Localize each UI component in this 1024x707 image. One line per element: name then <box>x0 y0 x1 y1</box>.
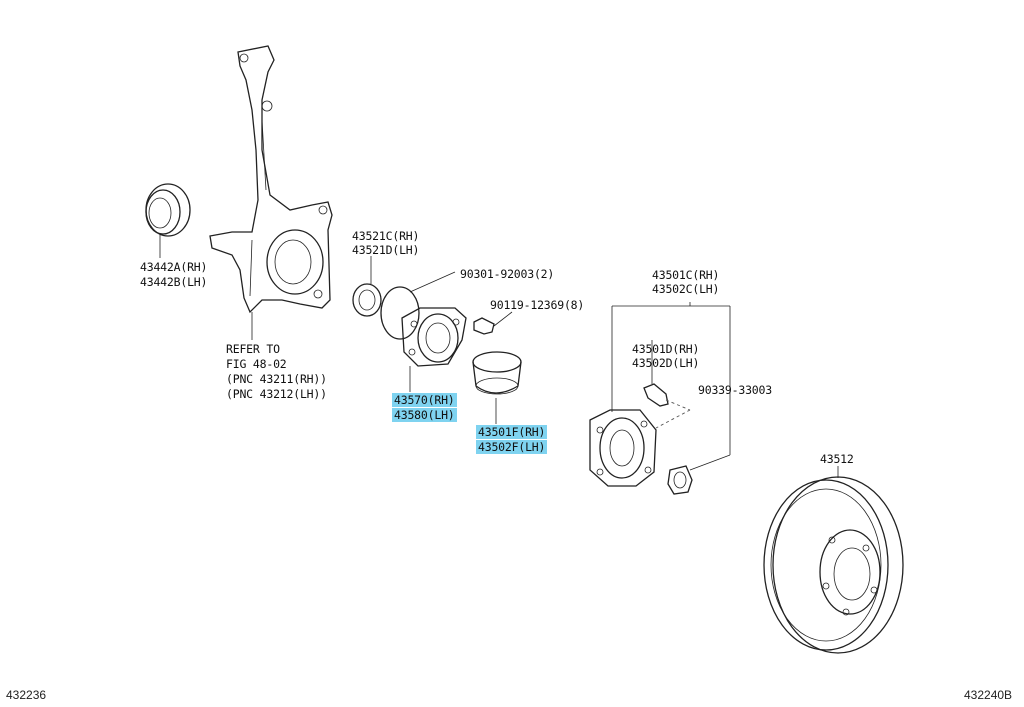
hub-bearing-label-rh[interactable]: 43570(RH) <box>392 393 457 408</box>
axle-hub-drawing <box>589 302 731 487</box>
hub-bearing-label-rh-text: 43570(RH) <box>392 393 457 407</box>
steering-knuckle-drawing <box>209 45 333 314</box>
hub-nut-drawing <box>667 465 693 495</box>
hub-bolt-drawing <box>643 340 691 429</box>
hub-bearing-label-lh-text: 43580(LH) <box>392 408 457 422</box>
hub-label-rh[interactable]: 43501C(RH) <box>652 268 720 282</box>
hub-nut-label[interactable]: 90339-33003 <box>698 383 772 397</box>
figure-id-right: 432240B <box>964 688 1013 702</box>
cap-label-rh[interactable]: 43521C(RH) <box>352 229 420 243</box>
o-ring-label[interactable]: 90301-92003(2) <box>460 267 555 281</box>
brake-disc-drawing <box>763 466 904 654</box>
refer-text-3[interactable]: (PNC 43211(RH)) <box>226 372 327 386</box>
bolt-drawing <box>473 311 513 335</box>
dust-deflector-label-rh[interactable]: 43501F(RH) <box>476 425 548 440</box>
oil-seal-drawing <box>145 183 191 258</box>
refer-text-2[interactable]: FIG 48-02 <box>226 357 287 371</box>
dust-deflector-drawing <box>472 351 522 424</box>
dust-deflector-label-lh[interactable]: 43502F(LH) <box>476 440 548 455</box>
hub-bolt-label-lh[interactable]: 43502D(LH) <box>632 356 700 370</box>
o-ring-drawing <box>380 271 456 340</box>
cap-label-lh[interactable]: 43521D(LH) <box>352 243 420 257</box>
seal-label-lh[interactable]: 43442B(LH) <box>140 275 208 289</box>
seal-label-rh[interactable]: 43442A(RH) <box>140 260 208 274</box>
brake-disc-label[interactable]: 43512 <box>820 452 854 466</box>
refer-text-4[interactable]: (PNC 43212(LH)) <box>226 387 327 401</box>
refer-text-1: REFER TO <box>226 342 280 356</box>
figure-id-left: 432236 <box>6 688 47 702</box>
dust-deflector-label-rh-text: 43501F(RH) <box>476 425 548 439</box>
hub-label-lh[interactable]: 43502C(LH) <box>652 282 720 296</box>
hub-bearing-label-lh[interactable]: 43580(LH) <box>392 408 457 423</box>
bolt-label[interactable]: 90119-12369(8) <box>490 298 585 312</box>
bearing-cap-drawing <box>352 256 382 317</box>
hub-bolt-label-rh[interactable]: 43501D(RH) <box>632 342 700 356</box>
dust-deflector-label-lh-text: 43502F(LH) <box>476 440 548 454</box>
hub-bearing-drawing <box>401 307 467 392</box>
